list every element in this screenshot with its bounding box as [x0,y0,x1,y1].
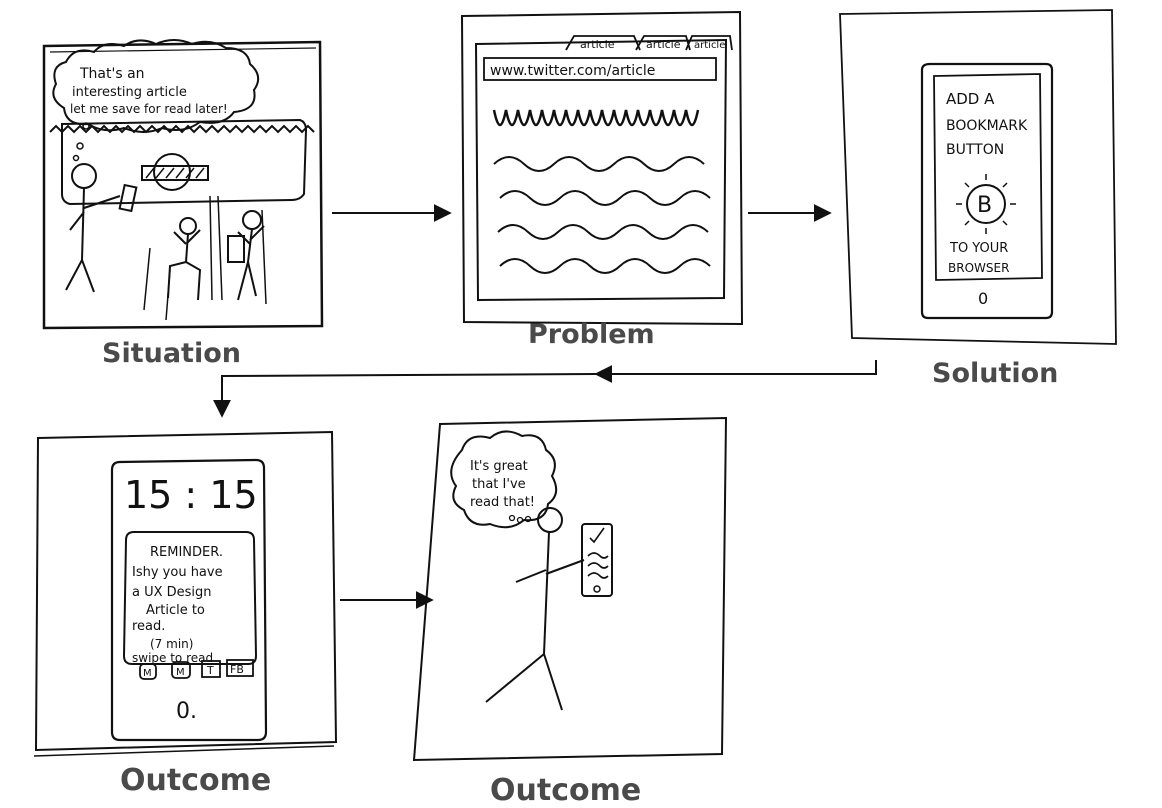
dock-icon-label: M [143,668,152,679]
thought-line-1: That's an [79,66,145,82]
browser-window [474,38,728,302]
phone-text-line-2: BOOKMARK [946,118,1028,134]
reminder-line-2: Ishy you have [132,565,223,580]
frame-problem: article article article www.twitter.com/… [460,10,744,350]
phone-text-line-5: BROWSER [948,261,1009,275]
flow-connector [213,373,597,418]
phone [110,458,268,742]
frame-outcome-reminder: 15 : 15 REMINDER. Ishy you have a UX Des… [33,430,338,798]
frame-border [412,416,728,762]
thought-line-2: that I've [472,477,526,492]
thought-cloud [450,430,558,529]
frame-border [839,9,1117,345]
tab-label: article [580,38,615,51]
text-line [497,224,709,240]
caption-problem: Problem [528,319,655,350]
person-head [537,507,563,533]
caption-solution: Solution [932,358,1058,389]
phone-text-line-3: BUTTON [946,142,1004,158]
thought-cloud [52,39,260,133]
reminder-line-3: a UX Design [132,585,212,600]
frame-situation: That's an interesting article let me sav… [42,39,324,369]
url-bar [483,57,717,81]
phone-checklist-icon [581,523,613,597]
browser-tabs [565,35,733,51]
caption-outcome-1: Outcome [120,763,271,798]
dock-icon-label: FB [230,663,244,676]
frame-solution: ADD A BOOKMARK BUTTON B TO YOUR BROWSER … [839,9,1117,389]
dock-icon-label: M [176,667,185,678]
reminder-line-7: swipe to read [132,651,213,665]
phone-screen [933,73,1043,281]
phone-text-line-4: TO YOUR [949,241,1008,256]
reminder-line-1: REMINDER. [150,545,223,560]
phone-text-line-1: ADD A [946,90,995,108]
medium-app-icon [171,661,191,679]
frame-border [460,10,744,326]
person-body [485,531,585,711]
frame-border [42,40,324,330]
caption-situation: Situation [102,338,241,369]
reminder-line-4: Article to [146,603,205,618]
tab-label: article [646,38,681,51]
facebook-app-icon [226,659,254,677]
twitter-app-icon [201,660,221,678]
caption-outcome-2: Outcome [490,773,641,808]
clock: 15 : 15 [124,473,258,517]
url-text: www.twitter.com/article [490,63,655,79]
mail-app-icon [139,663,157,680]
text-line [499,258,711,274]
home-button: 0. [176,699,197,724]
text-line [499,190,711,206]
home-button: 0 [978,289,988,308]
thought-line-3: read that! [470,495,535,510]
reminder-line-6: (7 min) [150,637,193,651]
bookmark-button-icon [966,184,1006,224]
tab-label: article [694,40,725,51]
text-line [493,156,705,172]
frame-border [34,430,338,752]
thought-line-2: interesting article [72,85,187,100]
glow-rays [956,174,1016,234]
reminder-card [122,531,258,665]
flow-connector [594,360,877,383]
scribbled-title [492,109,700,127]
train-screen [61,118,308,206]
thought-line-1: It's great [470,459,528,474]
bookmark-glyph: B [977,193,992,218]
thought-line-3: let me save for read later! [70,102,228,116]
phone [920,62,1054,320]
dock-icon-label: T [206,664,214,677]
frame-outcome-read: It's great that I've read that! Outcome [412,416,728,808]
reminder-line-5: read. [132,619,165,634]
